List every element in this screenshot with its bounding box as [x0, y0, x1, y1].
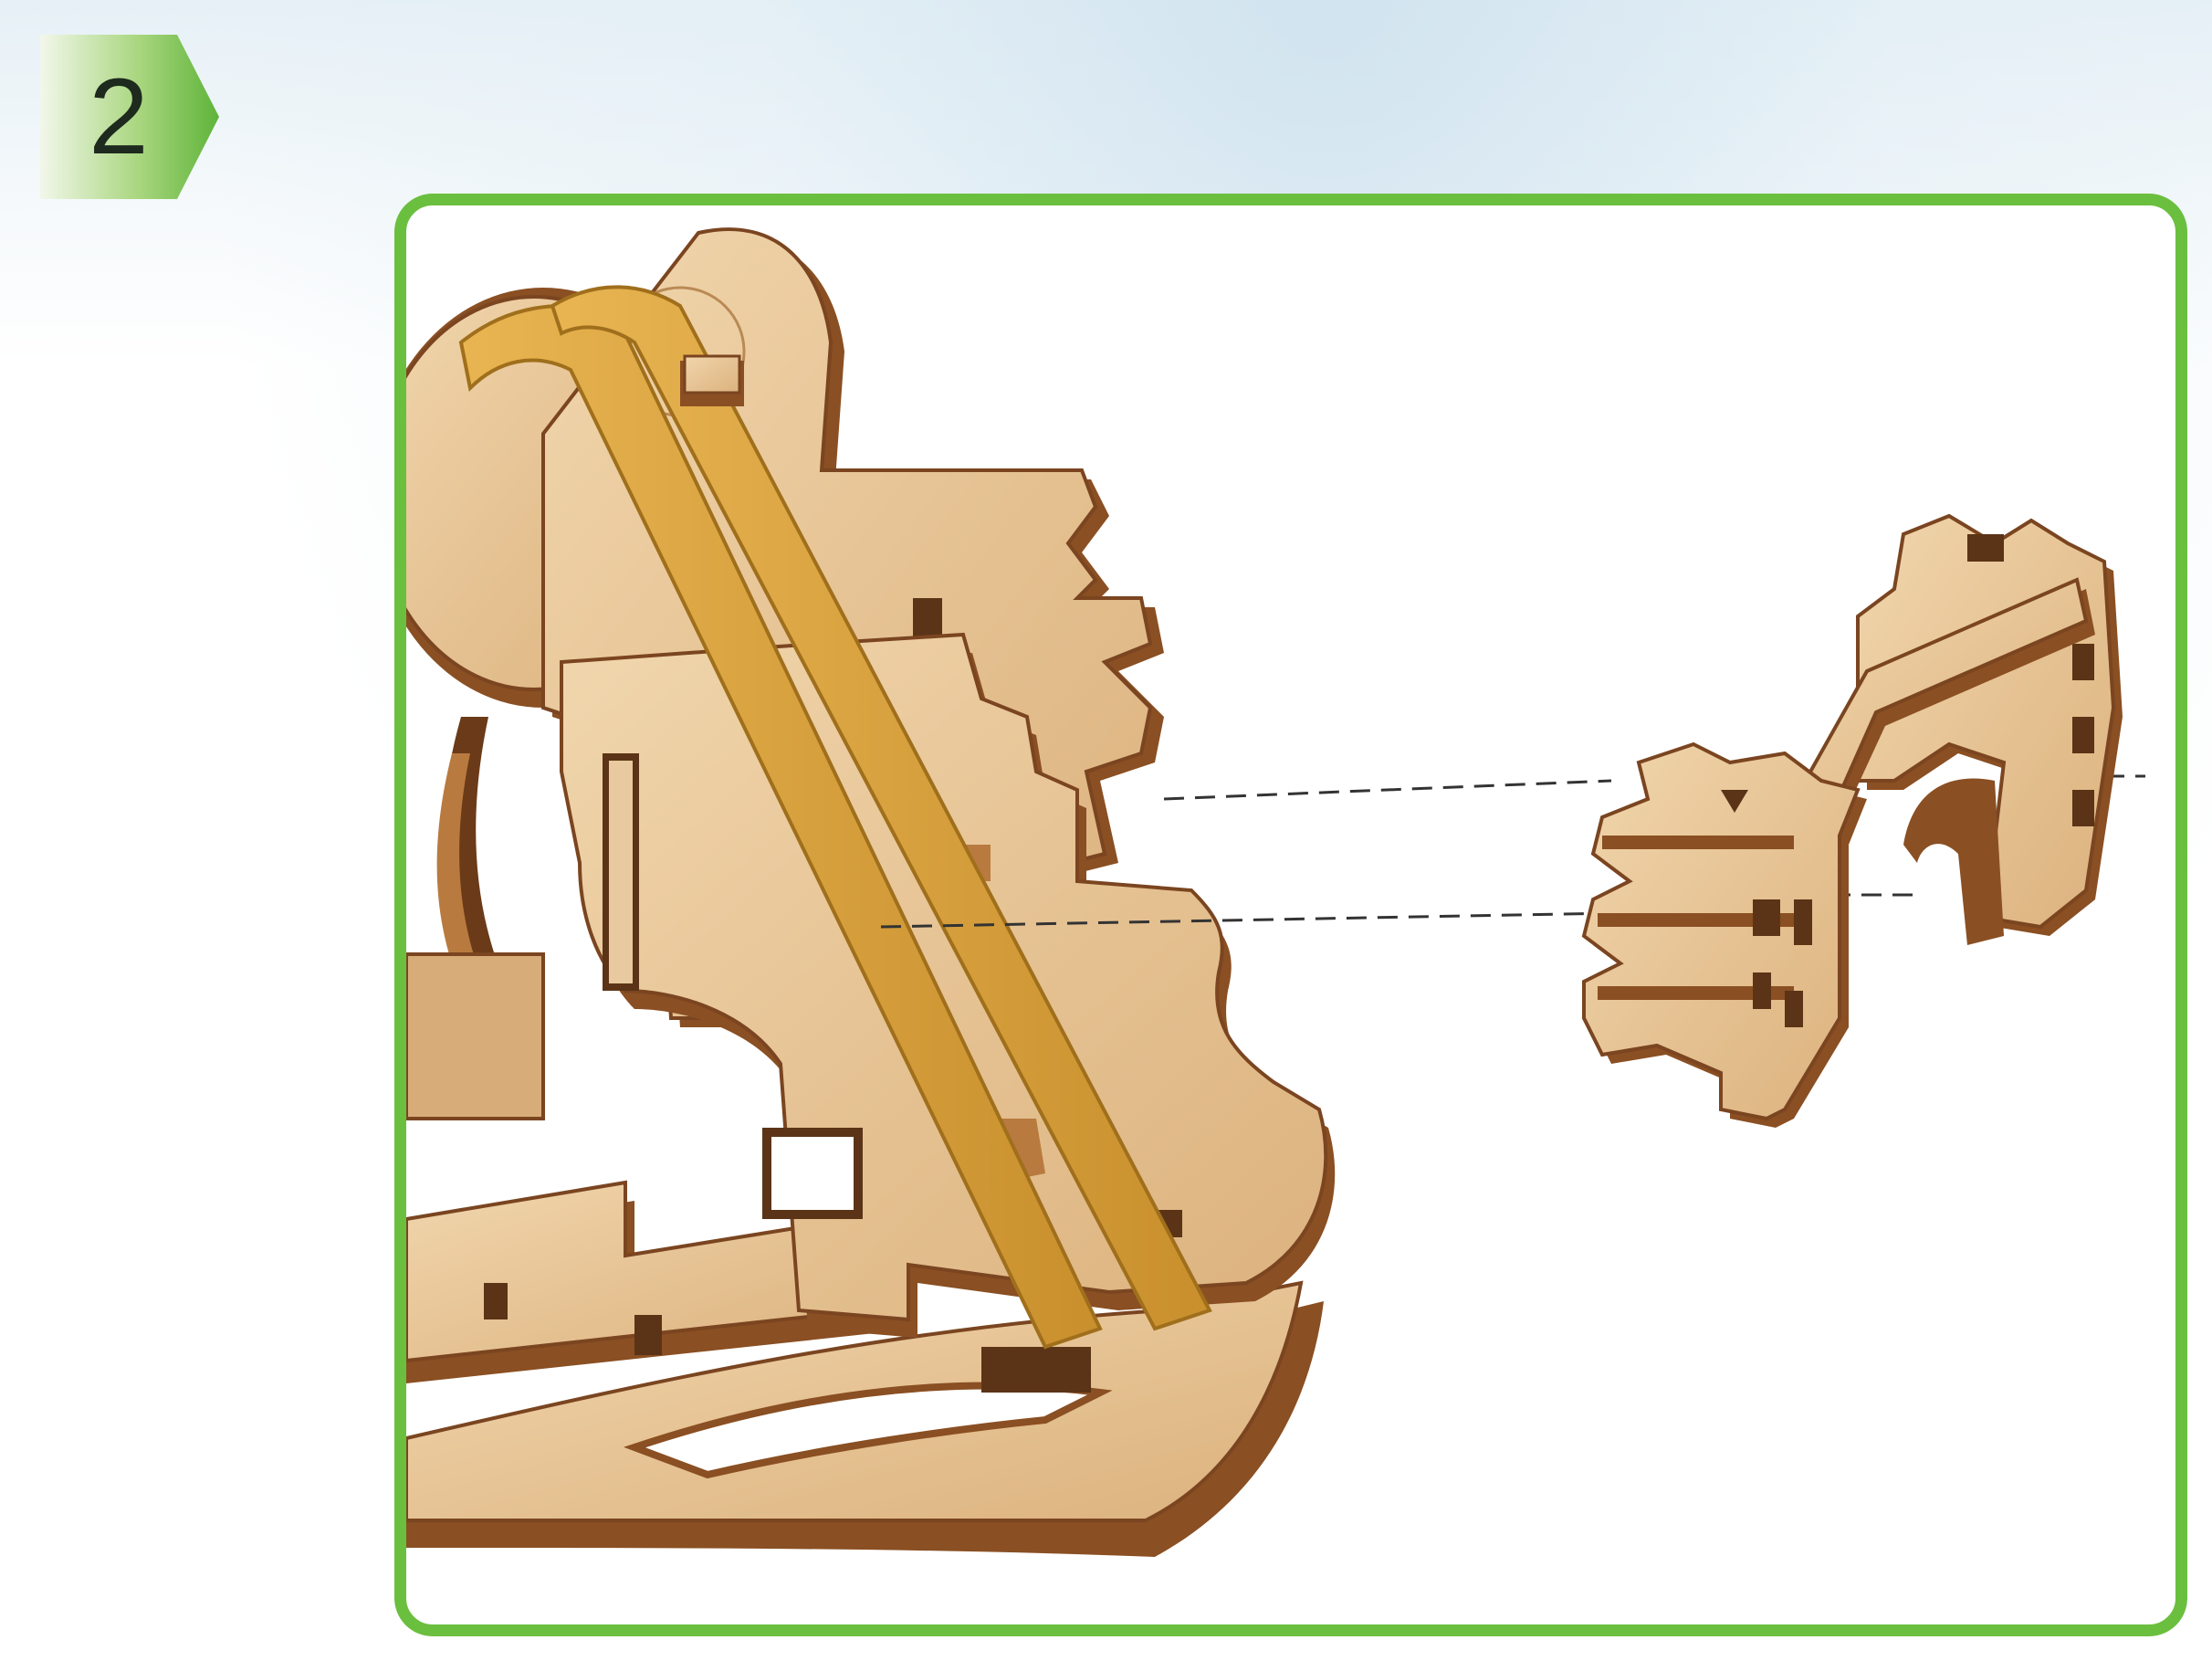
assembly-illustration — [406, 205, 2175, 1624]
step-number: 2 — [40, 35, 197, 199]
step-badge: 2 — [40, 35, 219, 199]
wooden-arm-part-icon — [1584, 516, 2123, 1128]
catapult-assembly-icon — [406, 229, 1335, 1557]
illustration-frame — [394, 194, 2187, 1636]
